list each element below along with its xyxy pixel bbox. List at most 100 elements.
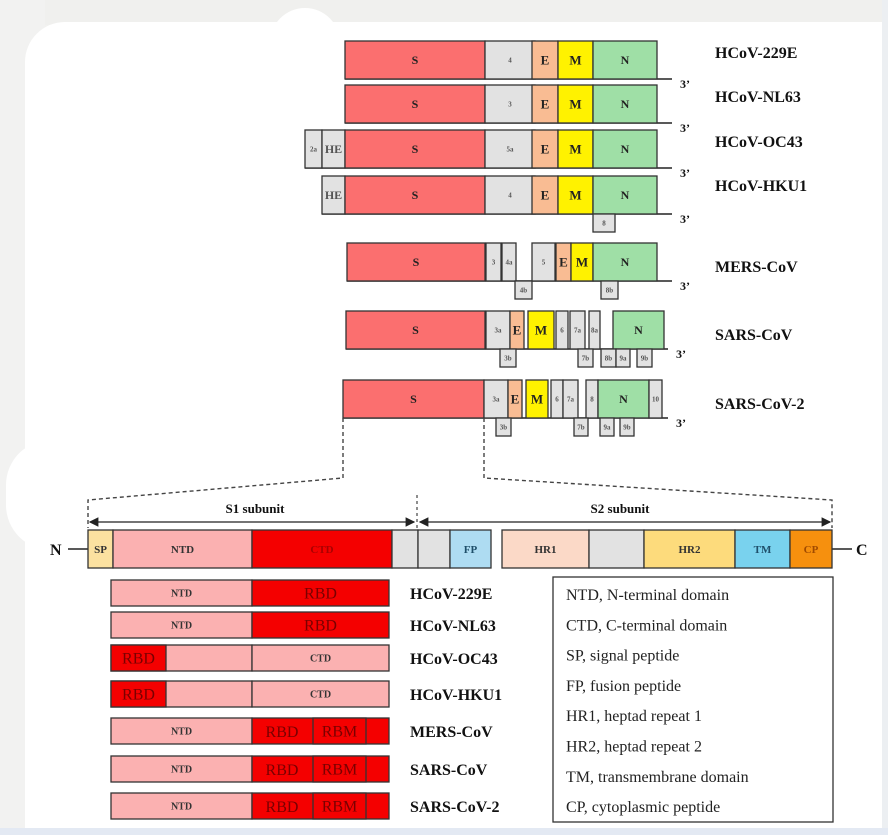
genome-name: SARS-CoV [715,327,793,344]
gene-E-label: E [541,53,550,68]
gene-N: N [597,379,650,419]
variant-rbd-rect [251,579,390,607]
gene-S-label: S [412,323,419,337]
gene-M: M [557,84,594,124]
variant-rbd-label: RBD [122,651,155,668]
gene-M-label: M [535,323,547,338]
gene-3b-label: 3b [504,354,512,362]
gene-9a-rect [615,348,631,368]
gene-3-rect [485,242,502,282]
gene-E: E [531,84,559,124]
variant-rbd-rect [110,680,167,708]
variant-ctd: CTD [251,644,390,672]
gene-7b-rect [573,417,589,437]
gene-9b: 9b [619,417,635,437]
gene-N: N [592,242,658,282]
spike-domain-fp-label: FP [464,544,478,556]
gene-9a-label: 9a [620,354,628,362]
spike-domain-sp: SP [87,529,114,569]
gene-M-rect [557,175,594,215]
gene-3a-label: 3a [493,395,501,403]
genome-name: MERS-CoV [715,259,798,276]
variant-ntd-label: NTD [171,621,192,632]
spike-domain-hr1-rect [501,529,590,569]
gene-HE: HE [321,175,346,215]
genome-name: HCoV-HKU1 [715,178,807,195]
variant-ntd-label: NTD [171,765,192,776]
three-prime-end: 3’ [680,77,690,91]
gene-7a-label: 7a [574,326,582,334]
gene-8a: 8a [588,310,601,350]
gene-N-rect [592,84,658,124]
spike-domain-hr2-rect [643,529,736,569]
legend-item: HR2, heptad repeat 2 [566,739,702,756]
legend-item: FP, fusion peptide [566,678,681,695]
gene-N: N [592,84,658,124]
variant-rbm: RBM [312,755,367,783]
zoom-line-right [483,418,833,528]
gene-4a: 4a [501,242,517,282]
s1-variant-row: RBD CTD [110,644,390,672]
gene-9b-rect [636,348,653,368]
gene-N-label: N [621,142,630,156]
gene-8b-label: 8b [606,286,614,294]
gene-3b-rect [495,417,512,437]
gene-N: N [592,129,658,169]
gene-E-rect [509,310,525,350]
gene-E-label: E [513,323,522,338]
variant-rbd-label: RBD [122,687,155,704]
gene-acc3-rect [484,84,536,124]
spike-domain-linker2 [417,529,451,569]
variant-rbd-rect [110,644,167,672]
gene-S: S [342,379,485,419]
variant-rbd: RBD [110,644,167,672]
three-prime-end: 3’ [680,212,690,226]
variant-rbm-label: RBM [322,799,358,816]
gene-6: 6 [550,379,564,419]
gene-7b-rect [577,348,594,368]
gene-5: 5 [531,242,556,282]
gene-E: E [555,242,572,282]
spike-domain-linker3-rect [588,529,645,569]
gene-M-rect [557,84,594,124]
gene-M: M [557,40,594,80]
gene-N: N [592,175,658,215]
gene-6-label: 6 [555,395,559,403]
spike-domain-ntd: NTD [112,529,253,569]
spike-domain-tm-label: TM [754,544,772,556]
gene-7b-label: 7b [582,354,590,362]
gene-M: M [525,379,549,419]
gene-N-label: N [621,53,630,67]
spike-domain-ctd-label: CTD [310,544,333,556]
frame-right [882,0,888,835]
gene-N-label: N [634,323,643,337]
variant-ntd-rect [110,792,253,820]
spike-domain-cp-rect [789,529,833,569]
variant-name: HCoV-229E [410,586,492,603]
gene-8: 8 [592,213,616,233]
variant-rbd-label: RBD [266,762,299,779]
s1-variant-row: RBD CTD [110,680,390,708]
gene-9a-rect [599,417,615,437]
gene-5a-rect [484,129,536,169]
gene-S-label: S [412,188,419,202]
s1-variant-row: NTD RBM [110,755,390,783]
three-prime-end: 3’ [676,347,686,361]
gene-E-rect [531,40,559,80]
gene-8: 8 [585,379,599,419]
gene-E-label: E [541,188,550,203]
spike-domain-ntd-rect [112,529,253,569]
gene-M-rect [527,310,555,350]
gene-acc4: 4 [484,40,536,80]
genome-name: HCoV-OC43 [715,134,803,151]
gene-E: E [531,129,559,169]
gene-N-rect [612,310,665,350]
three-prime-end: 3’ [676,416,686,430]
gene-8a-label: 8a [591,326,599,334]
variant-ctd-label: CTD [310,690,331,701]
gene-4b-label: 4b [520,286,528,294]
